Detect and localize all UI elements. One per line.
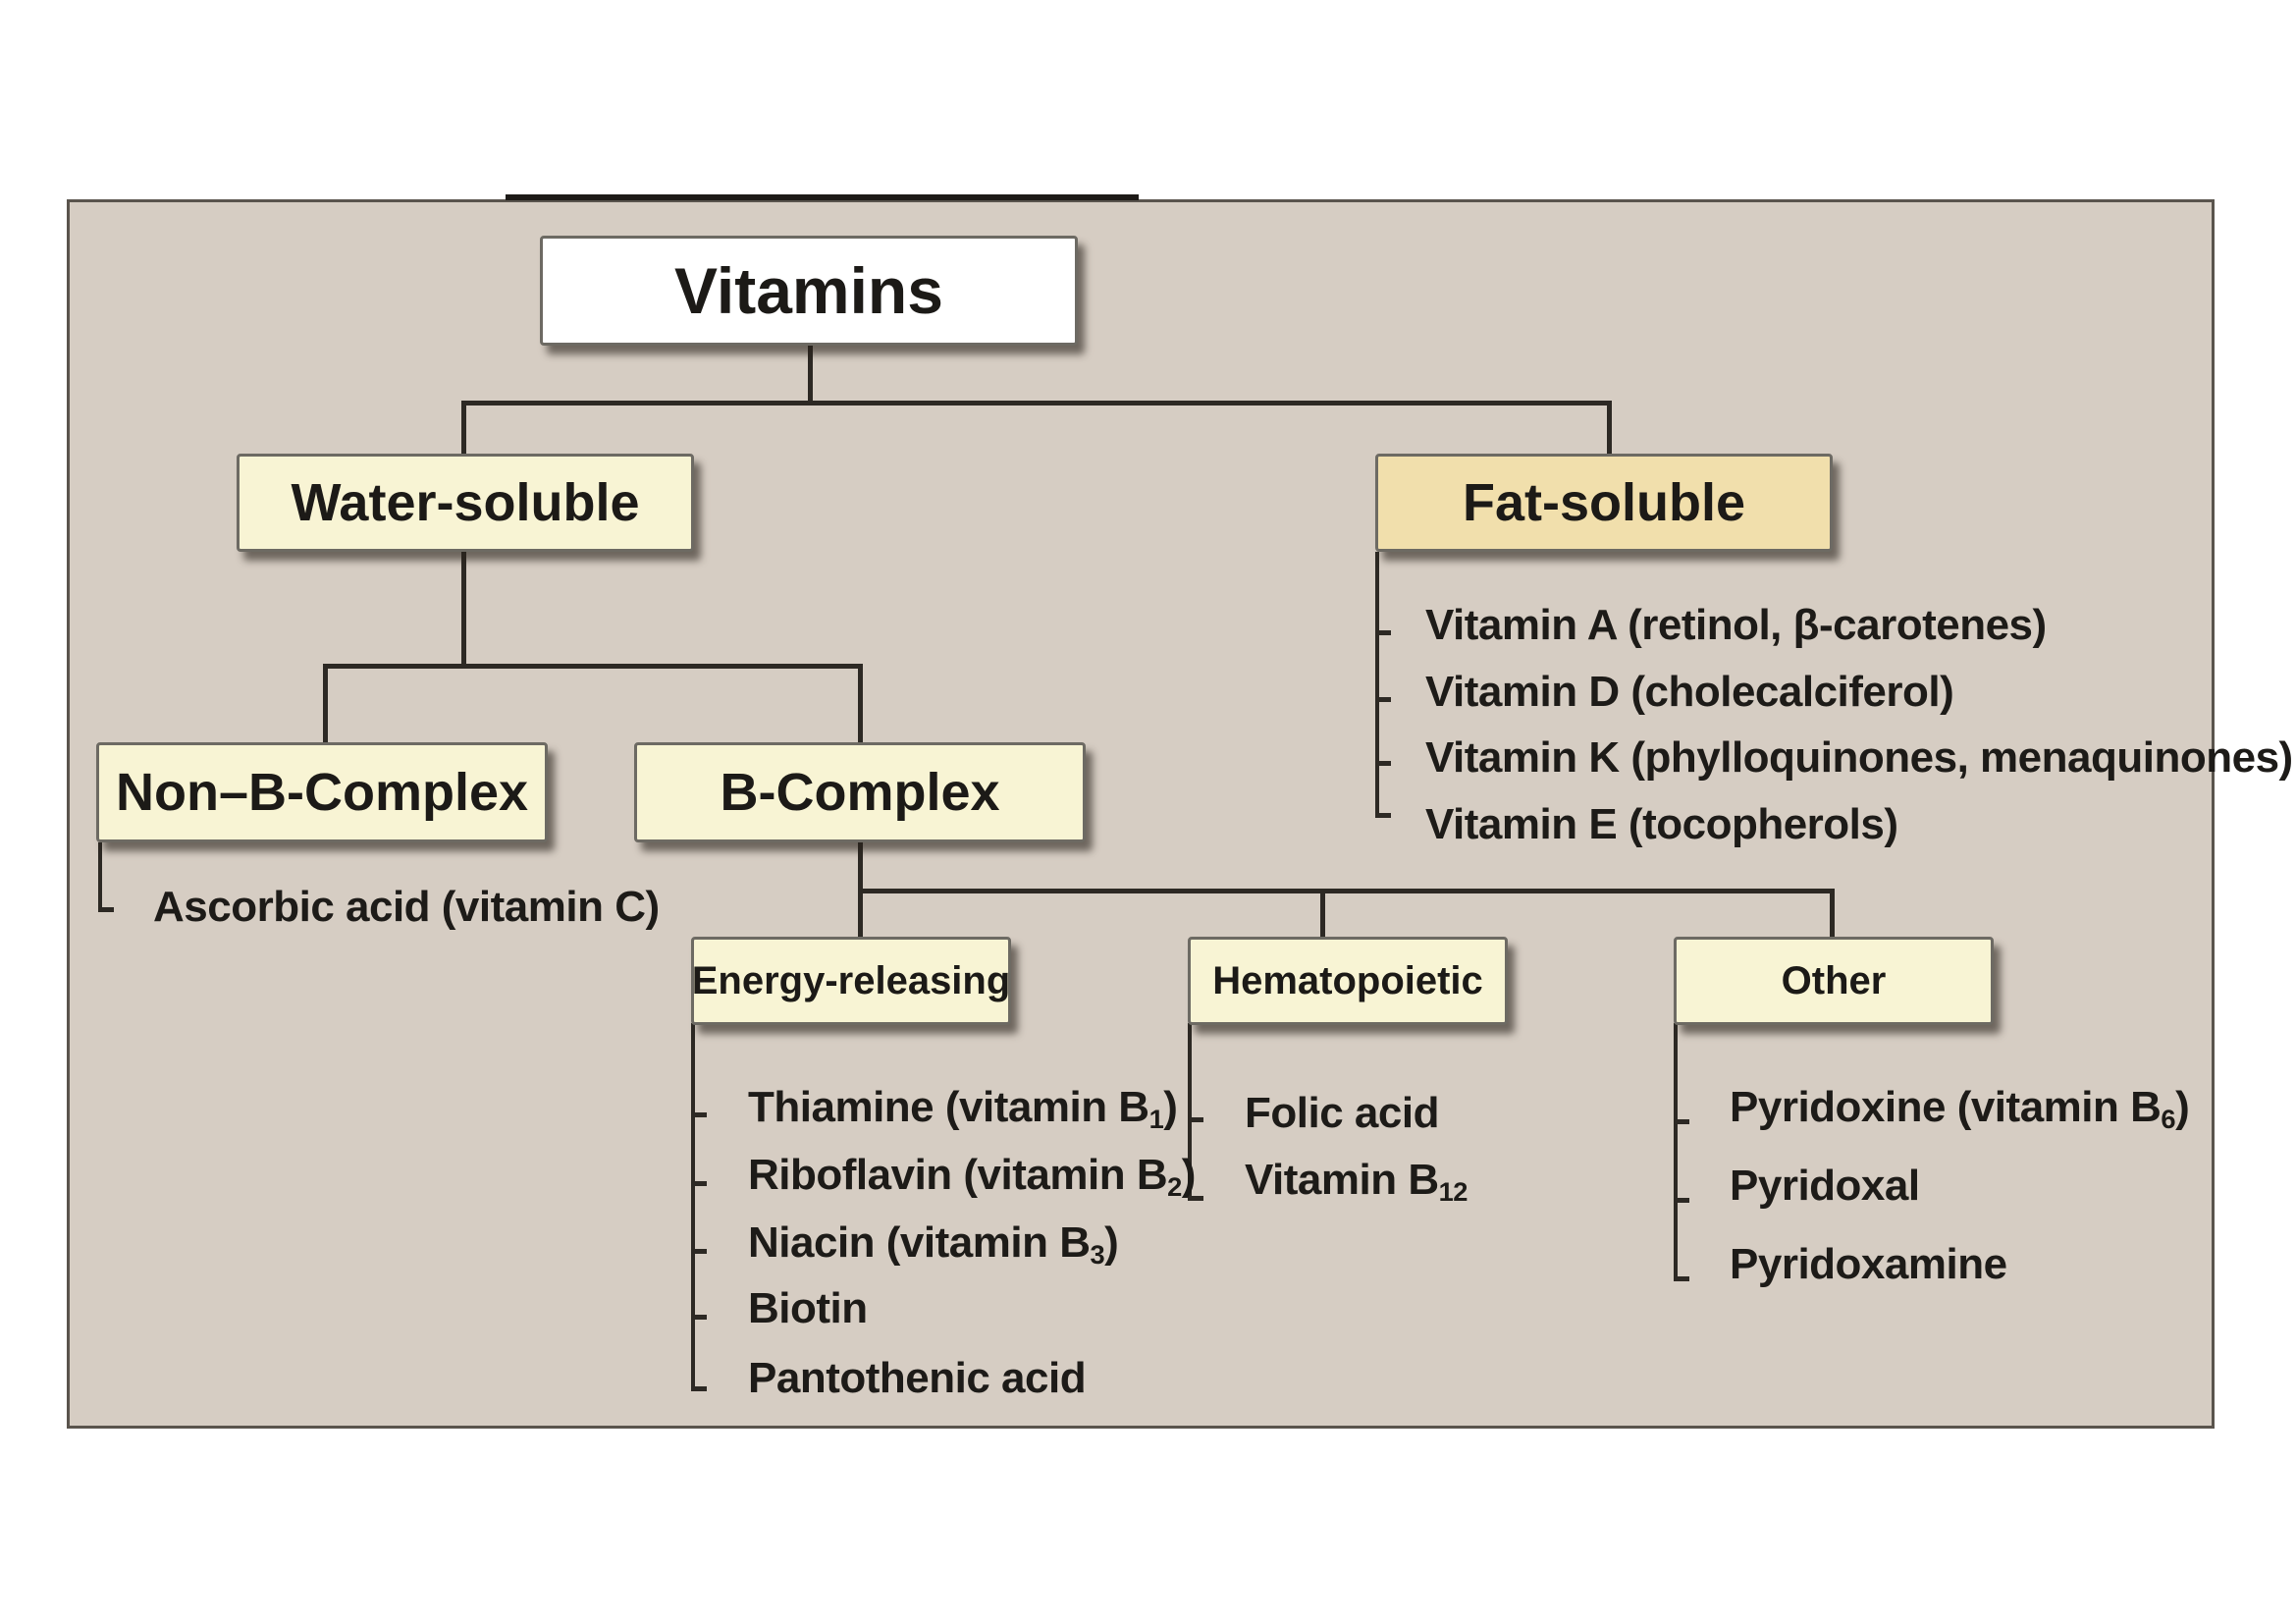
connector (323, 664, 328, 746)
connector (808, 344, 813, 403)
list-bracket (1188, 1023, 1192, 1200)
energy-releasing-label: Energy-releasing (691, 958, 1011, 1002)
list-tick (1674, 1119, 1689, 1124)
connector (461, 401, 466, 458)
list-item: Pyridoxamine (1730, 1240, 2007, 1288)
connector (461, 401, 1612, 406)
list-item: Riboflavin (vitamin B2) (748, 1151, 1196, 1202)
list-item: Folic acid (1245, 1089, 1439, 1137)
hematopoietic-node: Hematopoietic (1188, 937, 1508, 1025)
non-b-complex-label: Non–B-Complex (115, 763, 529, 822)
list-item: Niacin (vitamin B3) (748, 1218, 1119, 1270)
vitamins-title: Vitamins (674, 254, 943, 327)
list-item: Pyridoxal (1730, 1162, 1920, 1210)
list-tick (691, 1249, 707, 1254)
list-bracket (691, 1023, 695, 1390)
water-soluble-label: Water-soluble (291, 473, 640, 532)
list-item: Vitamin K (phylloquinones, menaquinones) (1425, 733, 2293, 782)
connector (323, 664, 863, 669)
other-label: Other (1781, 958, 1887, 1002)
list-tick (691, 1315, 707, 1320)
fat-soluble-label: Fat-soluble (1462, 473, 1745, 532)
connector (858, 664, 863, 746)
list-item: Thiamine (vitamin B1) (748, 1083, 1178, 1134)
list-bracket (98, 842, 102, 911)
connector (858, 889, 1835, 893)
list-item: Pantothenic acid (748, 1354, 1087, 1402)
list-tick (1674, 1276, 1689, 1281)
list-item: Biotin (748, 1284, 868, 1332)
water-soluble-node: Water-soluble (237, 454, 694, 552)
list-item: Vitamin E (tocopherols) (1425, 800, 1898, 848)
list-tick (1674, 1198, 1689, 1203)
list-item: Vitamin A (retinol, β-carotenes) (1425, 601, 2047, 649)
list-item: Pyridoxine (vitamin B6) (1730, 1083, 2190, 1134)
list-item: Vitamin B12 (1245, 1156, 1468, 1207)
list-tick (1188, 1117, 1203, 1122)
other-node: Other (1674, 937, 1994, 1025)
list-bracket (1674, 1023, 1678, 1280)
fat-soluble-node: Fat-soluble (1375, 454, 1833, 552)
list-tick (1188, 1196, 1203, 1201)
list-tick (691, 1386, 707, 1391)
connector (461, 550, 466, 666)
list-tick (98, 907, 114, 912)
list-tick (1375, 697, 1391, 702)
hematopoietic-label: Hematopoietic (1212, 958, 1483, 1002)
list-tick (1375, 761, 1391, 766)
list-tick (1375, 813, 1391, 818)
list-bracket (1375, 552, 1379, 817)
non-b-complex-node: Non–B-Complex (96, 742, 548, 842)
panel-top-accent (506, 194, 1139, 200)
b-complex-label: B-Complex (720, 763, 1000, 822)
vitamins-root-node: Vitamins (540, 236, 1078, 346)
list-item: Ascorbic acid (vitamin C) (153, 883, 660, 931)
connector (1320, 889, 1325, 940)
list-tick (691, 1112, 707, 1117)
connector (1607, 401, 1612, 456)
list-tick (1375, 630, 1391, 635)
connector (1830, 889, 1835, 940)
list-item: Vitamin D (cholecalciferol) (1425, 668, 1954, 716)
b-complex-node: B-Complex (634, 742, 1086, 842)
list-tick (691, 1181, 707, 1186)
energy-releasing-node: Energy-releasing (691, 937, 1011, 1025)
